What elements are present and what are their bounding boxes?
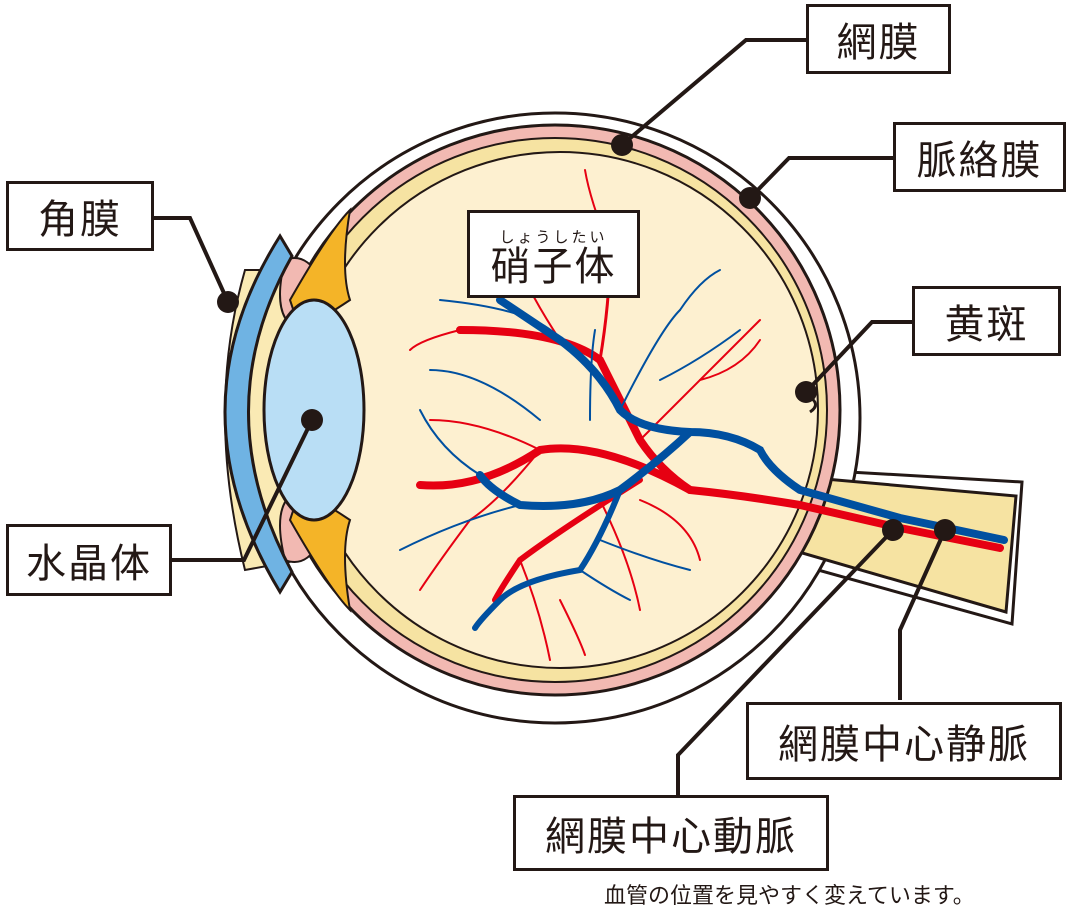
leader-retina: [620, 38, 806, 147]
label-central-retinal-vein: 網膜中心静脈: [746, 702, 1062, 780]
label-retina: 網膜: [806, 4, 951, 74]
leader-lines: [154, 38, 947, 795]
dot-lens: [301, 409, 323, 431]
leader-choroid: [748, 156, 893, 200]
leader-dots: [217, 134, 956, 541]
label-macula: 黄斑: [912, 286, 1061, 356]
label-vitreous-text: 硝子体: [490, 244, 617, 290]
leader-lens: [172, 419, 314, 562]
label-vitreous: しょうしたい 硝子体: [467, 210, 640, 298]
label-lens: 水晶体: [6, 524, 172, 596]
label-central-retinal-artery: 網膜中心動脈: [513, 795, 829, 871]
label-cornea: 角膜: [6, 181, 154, 251]
dot-retina: [611, 134, 633, 156]
leader-artery: [676, 528, 895, 795]
dot-cornea: [217, 291, 239, 313]
leader-cornea: [154, 216, 230, 303]
retinal-veins: [399, 229, 1008, 631]
retinal-arteries: [409, 169, 1004, 661]
cornea: [223, 233, 294, 595]
leader-vein: [898, 529, 947, 700]
dot-artery: [882, 519, 904, 541]
dot-macula: [795, 381, 817, 403]
footnote: 血管の位置を見やすく変えています。: [604, 884, 975, 909]
leader-macula: [804, 320, 912, 394]
dot-vein: [934, 519, 956, 541]
label-choroid: 脈絡膜: [893, 122, 1066, 192]
dot-choroid: [739, 187, 761, 209]
label-vitreous-ruby: しょうしたい: [499, 228, 608, 246]
